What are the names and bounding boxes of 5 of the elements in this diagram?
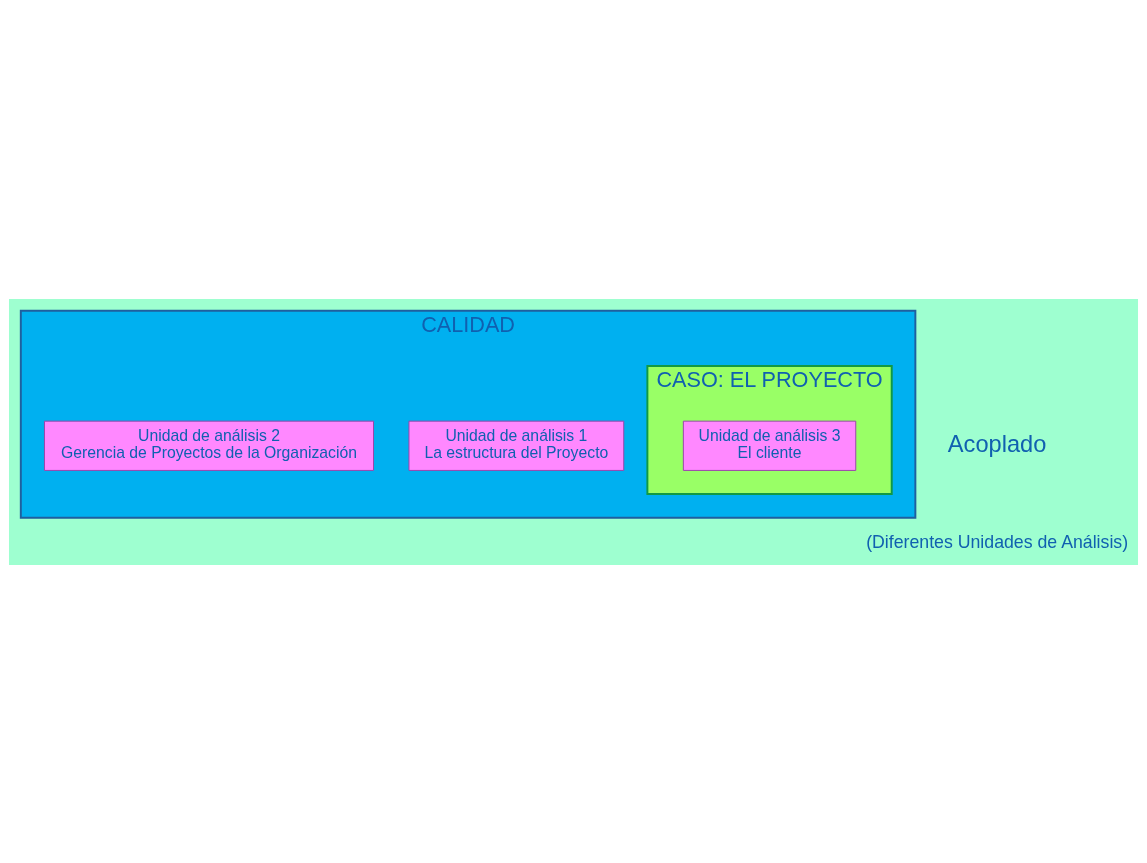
node-box: Unidad de análisis 3 El cliente [682,420,857,471]
label: (Diferentes Unidades de Análisis) [866,531,1129,552]
node-box: Unidad de análisis 1 La estructura del Proyecto [408,420,625,471]
label: Acoplado [947,430,1047,457]
node-box: Unidad de análisis 2 Gerencia de Proyectos de la Organización [43,420,374,471]
